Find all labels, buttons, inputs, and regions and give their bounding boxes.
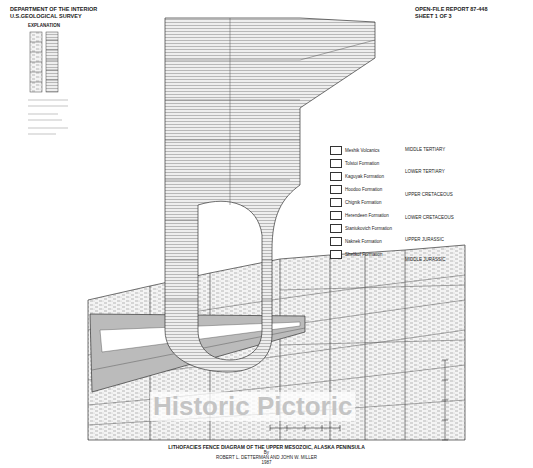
date: 1987 (0, 461, 533, 466)
report-number: OPEN-FILE REPORT 87-448 (415, 6, 487, 12)
age-label: MIDDLE TERTIARY (405, 148, 445, 153)
legend-entry: Shelikof Formation (330, 250, 383, 259)
unit-box (330, 250, 342, 259)
unit-box (330, 146, 342, 155)
age-label: UPPER CRETACEOUS (405, 193, 453, 198)
legend-entry: Tolstoi Formation (330, 159, 379, 168)
age-label: UPPER JURASSIC (405, 238, 444, 243)
formation-name: Meshik Volcanics (345, 148, 380, 153)
age-label: MIDDLE JURASSIC (405, 258, 446, 263)
unit-box (330, 224, 342, 233)
formation-name: Staniukovich Formation (345, 226, 392, 231)
explanation-columns (28, 32, 68, 134)
legend-entry: Hoodoo Formation (330, 185, 382, 194)
watermark: Historic Pictoric (150, 392, 355, 421)
formation-name: Herendeen Formation (345, 213, 389, 218)
tall-fence-panel (165, 18, 375, 372)
legend-entry: Chignik Formation (330, 198, 382, 207)
formation-name: Chignik Formation (345, 200, 382, 205)
age-label: LOWER TERTIARY (405, 170, 445, 175)
lower-fence-panel (88, 245, 465, 440)
legend-entry: Herendeen Formation (330, 211, 389, 220)
agency-name: U.S.GEOLOGICAL SURVEY (10, 13, 82, 19)
legend-entry: Kaguyak Formation (330, 172, 384, 181)
legend-entry: Staniukovich Formation (330, 224, 392, 233)
formation-name: Hoodoo Formation (345, 187, 382, 192)
unit-box (330, 172, 342, 181)
agency-name: DEPARTMENT OF THE INTERIOR (10, 6, 97, 12)
sheet-title: LITHOFACIES FENCE DIAGRAM OF THE UPPER M… (0, 445, 533, 451)
formation-name: Kaguyak Formation (345, 174, 384, 179)
age-label: LOWER CRETACEOUS (405, 216, 454, 221)
unit-box (330, 198, 342, 207)
formation-name: Shelikof Formation (345, 252, 383, 257)
explanation-heading: EXPLANATION (28, 24, 60, 29)
unit-box (330, 185, 342, 194)
sheet-number: SHEET 1 OF 3 (415, 13, 452, 19)
unit-box (330, 159, 342, 168)
legend-entry: Naknek Formation (330, 237, 382, 246)
unit-box (330, 237, 342, 246)
formation-name: Tolstoi Formation (345, 161, 379, 166)
legend-entry: Meshik Volcanics (330, 146, 380, 155)
unit-box (330, 211, 342, 220)
formation-name: Naknek Formation (345, 239, 382, 244)
